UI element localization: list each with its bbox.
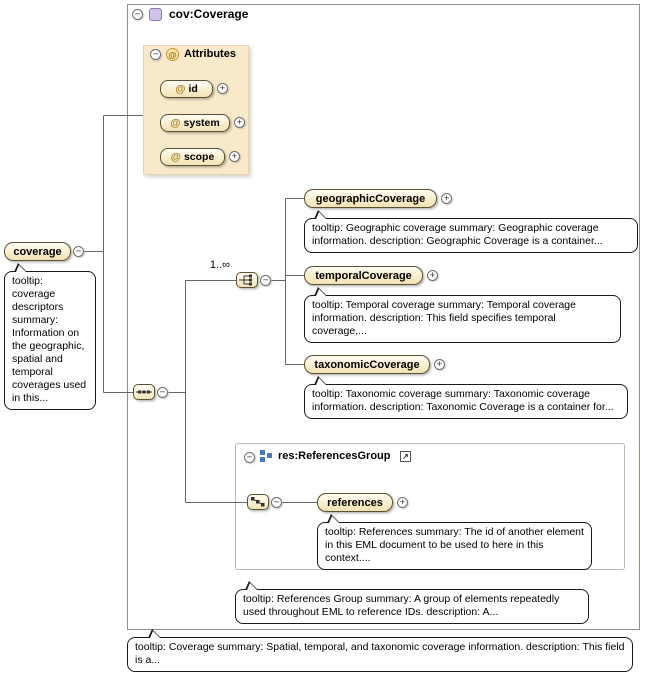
references-tooltip: tooltip: References summary: The id of a… bbox=[317, 514, 592, 570]
attribute-scope-label: scope bbox=[183, 151, 215, 163]
attribute-icon: @ bbox=[166, 48, 179, 61]
sequence-icon bbox=[136, 390, 152, 394]
group-icon bbox=[260, 450, 273, 463]
temporalCoverage-tooltip: tooltip: Temporal coverage summary: Temp… bbox=[304, 287, 621, 343]
collapse-toggle-attributes[interactable]: − bbox=[150, 49, 161, 60]
element-geographicCoverage[interactable]: geographicCoverage bbox=[304, 189, 437, 208]
reference-link-icon[interactable]: ↗ bbox=[400, 451, 411, 462]
cardinality-label: 1..∞ bbox=[209, 259, 230, 271]
element-references[interactable]: references bbox=[317, 493, 393, 512]
collapse-toggle-choice[interactable]: − bbox=[260, 275, 271, 286]
geographicCoverage-tooltip: tooltip: Geographic coverage summary: Ge… bbox=[304, 210, 638, 253]
at-sign-icon: @ bbox=[170, 151, 181, 163]
element-taxonomicCoverage[interactable]: taxonomicCoverage bbox=[304, 355, 430, 374]
at-sign-icon: @ bbox=[170, 117, 181, 129]
attributes-header: Attributes bbox=[184, 48, 236, 60]
expand-toggle-taxonomicCoverage[interactable]: + bbox=[434, 359, 445, 370]
coverage-type-title: cov:Coverage bbox=[169, 7, 249, 21]
attribute-scope[interactable]: @ scope bbox=[160, 148, 225, 166]
attribute-id-label: id bbox=[188, 83, 198, 95]
element-coverage[interactable]: coverage bbox=[4, 242, 71, 261]
references-group-tooltip: tooltip: References Group summary: A gro… bbox=[235, 581, 589, 624]
group-sequence-compositor[interactable] bbox=[247, 494, 269, 510]
at-sign-icon: @ bbox=[175, 83, 186, 95]
collapse-toggle-coverage-type[interactable]: − bbox=[132, 9, 143, 20]
collapse-toggle-sequence[interactable]: − bbox=[157, 387, 168, 398]
coverage-type-tooltip: tooltip: Coverage summary: Spatial, temp… bbox=[127, 629, 633, 672]
sequence-compositor[interactable] bbox=[133, 384, 155, 400]
expand-toggle-id[interactable]: + bbox=[217, 83, 228, 94]
collapse-toggle-references-group[interactable]: − bbox=[244, 452, 255, 463]
references-group-title: res:ReferencesGroup bbox=[278, 450, 391, 462]
coverage-tooltip: tooltip: coverage descriptors summary: I… bbox=[4, 263, 96, 410]
expand-toggle-scope[interactable]: + bbox=[229, 151, 240, 162]
collapse-toggle-coverage[interactable]: − bbox=[73, 246, 84, 257]
expand-toggle-system[interactable]: + bbox=[234, 117, 245, 128]
element-temporalCoverage[interactable]: temporalCoverage bbox=[304, 266, 423, 285]
group-sequence-icon bbox=[251, 497, 265, 507]
taxonomicCoverage-tooltip: tooltip: Taxonomic coverage summary: Tax… bbox=[304, 376, 628, 419]
choice-icon bbox=[239, 274, 252, 286]
expand-toggle-references[interactable]: + bbox=[397, 497, 408, 508]
choice-compositor[interactable] bbox=[236, 272, 258, 288]
attribute-system-label: system bbox=[183, 117, 220, 129]
expand-toggle-temporalCoverage[interactable]: + bbox=[427, 270, 438, 281]
attribute-id[interactable]: @ id bbox=[160, 80, 213, 98]
expand-toggle-geographicCoverage[interactable]: + bbox=[441, 193, 452, 204]
attribute-system[interactable]: @ system bbox=[160, 114, 230, 132]
complextype-icon bbox=[149, 8, 162, 21]
collapse-toggle-group-sequence[interactable]: − bbox=[271, 497, 282, 508]
